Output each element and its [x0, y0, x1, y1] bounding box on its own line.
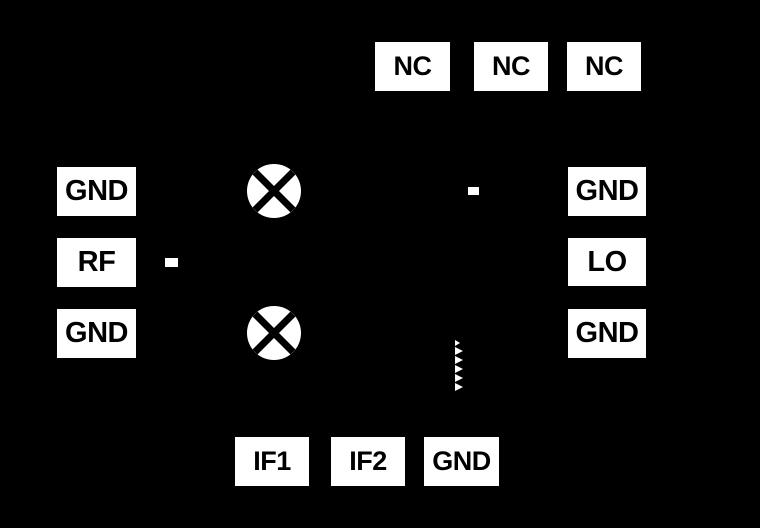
pin-label-gnd-right-bottom[interactable]: GND: [568, 309, 646, 358]
pin-label-nc-2[interactable]: NC: [474, 42, 548, 91]
dashed-trace-marker-icon: [455, 340, 463, 392]
pin-label-gnd-left-top[interactable]: GND: [57, 167, 136, 216]
chevron-icon: [455, 374, 463, 382]
mixer-symbol-lower-icon: [247, 306, 301, 360]
pin-label-if1[interactable]: IF1: [235, 437, 309, 486]
chevron-icon: [455, 365, 463, 373]
pin-label-nc-1[interactable]: NC: [375, 42, 450, 91]
pin-label-gnd-left-bottom[interactable]: GND: [57, 309, 136, 358]
chevron-icon: [455, 383, 463, 391]
pin-label-gnd-bottom[interactable]: GND: [424, 437, 499, 486]
pin-label-gnd-right-top[interactable]: GND: [568, 167, 646, 216]
pin-label-rf[interactable]: RF: [57, 238, 136, 287]
mixer-symbol-upper-icon: [247, 164, 301, 218]
dash-gnd-trace-icon: [468, 187, 479, 195]
dash-rf-trace-icon: [165, 258, 178, 267]
chevron-icon: [455, 340, 460, 346]
chevron-icon: [455, 356, 463, 364]
pin-label-lo[interactable]: LO: [568, 238, 646, 286]
pin-label-if2[interactable]: IF2: [331, 437, 405, 486]
chevron-icon: [455, 347, 463, 355]
pin-label-nc-3[interactable]: NC: [567, 42, 641, 91]
